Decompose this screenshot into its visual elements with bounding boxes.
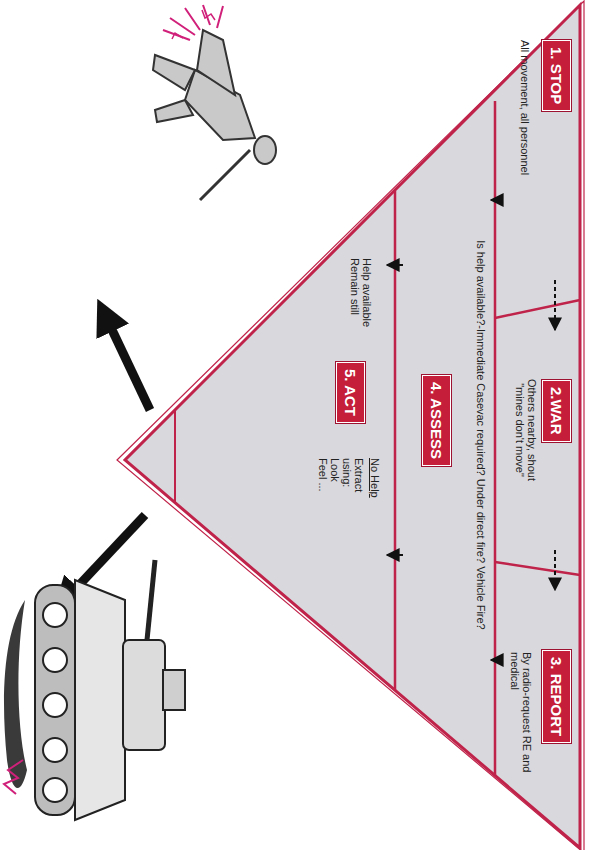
step-text: Is help available?-Immediate Casevac req… [475,230,487,640]
step-heading: 2.WAR [542,380,571,442]
step-heading: 5. ACT [336,362,365,423]
step-text: Extract using: Look Feel ... [317,458,365,506]
band-divider [174,411,176,503]
step-band: 1. STOP All movement, all personnel [499,40,575,280]
flow-arrow [491,659,499,661]
step-text: Help available Remain still [349,258,373,338]
outward-arrow [105,315,150,410]
triangle-body [125,5,580,848]
cell-divider [495,300,580,318]
outer-outline [117,1,584,850]
flow-arrow [554,550,556,590]
step-text: By radio-request RE and medical [509,652,533,782]
band-divider [394,191,397,690]
flow-arrow [491,199,499,201]
step-text: All movement, all personnel [519,40,531,210]
flow-arrow [554,280,556,330]
tank-figure [4,560,185,820]
step-heading: 4. ASSESS [422,375,451,466]
band-divider [494,101,497,775]
step-text: Others nearby, shout "mines don't move" [514,375,538,485]
step-band: 4. ASSESS Is help available?-Immediate Ca… [403,190,491,680]
step-band: 3. REPORT By radio-request RE and medical [499,590,575,800]
step-band: 2.WAROthers nearby, shout "mines don't m… [499,330,575,550]
soldier-figure [153,5,276,200]
cell-divider [495,562,580,575]
flow-arrow [387,264,403,266]
step-heading: 1. STOP [542,40,571,111]
step-heading: 3. REPORT [542,650,571,743]
flow-arrow [387,554,403,556]
step-text: No Help [369,458,381,528]
step-band: 5. ACT Help available Remain still No Help… [292,240,387,570]
